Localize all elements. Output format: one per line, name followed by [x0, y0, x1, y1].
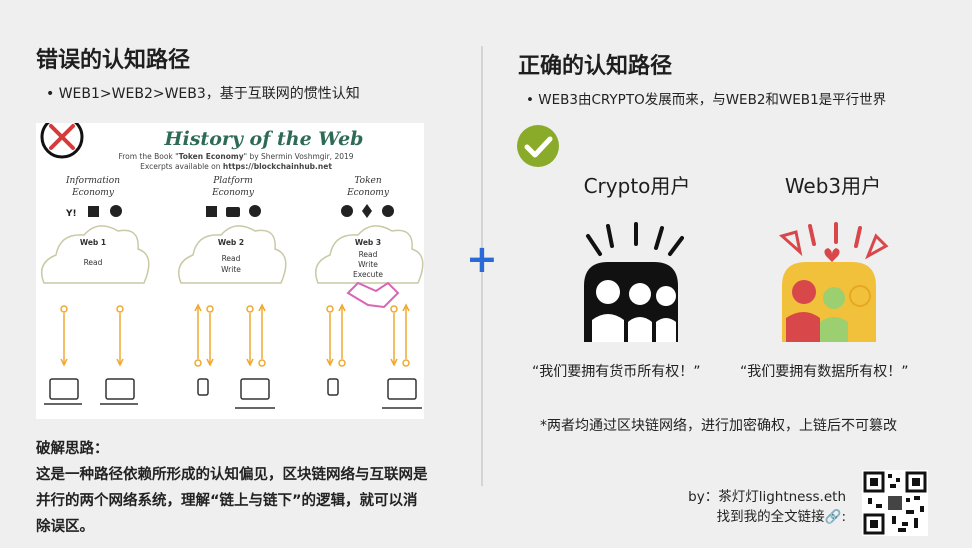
web2-cloud: [178, 225, 287, 284]
caption-token: Token: [354, 176, 382, 186]
web3-cloud: [315, 225, 424, 284]
correct-check-icon: [516, 124, 560, 172]
web3-brand-icons: [341, 204, 394, 218]
desktop-icon-1: [49, 378, 79, 400]
desktop-icon-2: [105, 378, 135, 400]
plus-icon: +: [466, 237, 498, 281]
author-credit: by：茶灯灯lightness.eth: [688, 489, 846, 505]
footnote: *两者均通过区块链网络，进行加密确权，上链后不可篡改: [540, 418, 897, 434]
left-bullet: WEB1>WEB2>WEB3，基于互联网的惯性认知: [46, 83, 360, 103]
phone-icon-1: [197, 378, 209, 396]
breakdown-body: 这是一种路径依赖所形成的认知偏见，区块链网络与互联网是并行的两个网络系统，理解“…: [36, 467, 428, 535]
caption-token-2: Economy: [346, 188, 390, 198]
caption-information-2: Economy: [71, 188, 115, 198]
breakdown-title: 破解思路：: [36, 441, 109, 457]
quote-crypto: “我们要拥有货币所有权！”: [532, 364, 701, 380]
caption-platform-2: Economy: [211, 188, 255, 198]
token-icon: [382, 205, 394, 217]
bookmark-icon: [88, 206, 99, 217]
caption-information: Information: [65, 176, 120, 186]
web1-cloud: [41, 225, 150, 284]
flow-arrows: [60, 303, 410, 367]
figure-excerpts: Excerpts available on https://blockchain…: [140, 162, 332, 171]
right-bullet: WEB3由CRYPTO发展而来，与WEB2和WEB1是平行世界: [526, 88, 886, 108]
wordpress-icon: [249, 205, 261, 217]
youtube-icon: [226, 207, 240, 217]
qr-code-icon[interactable]: [862, 470, 928, 536]
laptop-icon-2: [387, 378, 417, 400]
web3-user-label: Web3用户: [784, 174, 882, 198]
web2-read: Read: [222, 254, 241, 263]
wrong-cross-icon: [40, 123, 84, 159]
figure-source: From the Book "Token Economy" by Shermin…: [118, 152, 353, 161]
web3-write: Write: [358, 260, 378, 269]
web1-brand-icons: Y!: [65, 205, 122, 219]
left-title: 错误的认知路径: [36, 48, 191, 73]
caption-platform: Platform: [212, 176, 253, 186]
yahoo-icon: Y!: [65, 209, 77, 219]
web1-capabilities: Read: [84, 258, 103, 267]
handshake-icon: [346, 281, 400, 309]
web3-execute: Execute: [353, 270, 383, 279]
history-figure-svg: History of the Web From the Book "Token …: [40, 123, 424, 409]
phone-icon-2: [327, 378, 339, 396]
web2-write: Write: [221, 265, 241, 274]
web3-read: Read: [359, 250, 378, 259]
laptop-icon-1: [240, 378, 270, 400]
ie-icon: [110, 205, 122, 217]
figure-title: History of the Web: [164, 128, 364, 150]
web2-brand-icons: [206, 205, 261, 217]
bitcoin-icon: [341, 205, 353, 217]
column-divider: [481, 46, 483, 486]
web2-label: Web 2: [218, 238, 244, 247]
ethereum-icon: [362, 204, 372, 218]
history-of-web-figure: History of the Web From the Book "Token …: [36, 123, 424, 419]
facebook-icon: [206, 206, 217, 217]
crypto-users-illustration: [578, 222, 692, 348]
web1-label: Web 1: [80, 238, 106, 247]
full-text-link-label[interactable]: 找到我的全文链接🔗:: [716, 509, 846, 525]
right-title: 正确的认知路径: [518, 54, 673, 79]
quote-web3: “我们要拥有数据所有权！”: [740, 364, 909, 380]
web3-users-illustration: [776, 222, 890, 348]
crypto-user-label: Crypto用户: [583, 174, 691, 198]
web3-label: Web 3: [355, 238, 381, 247]
